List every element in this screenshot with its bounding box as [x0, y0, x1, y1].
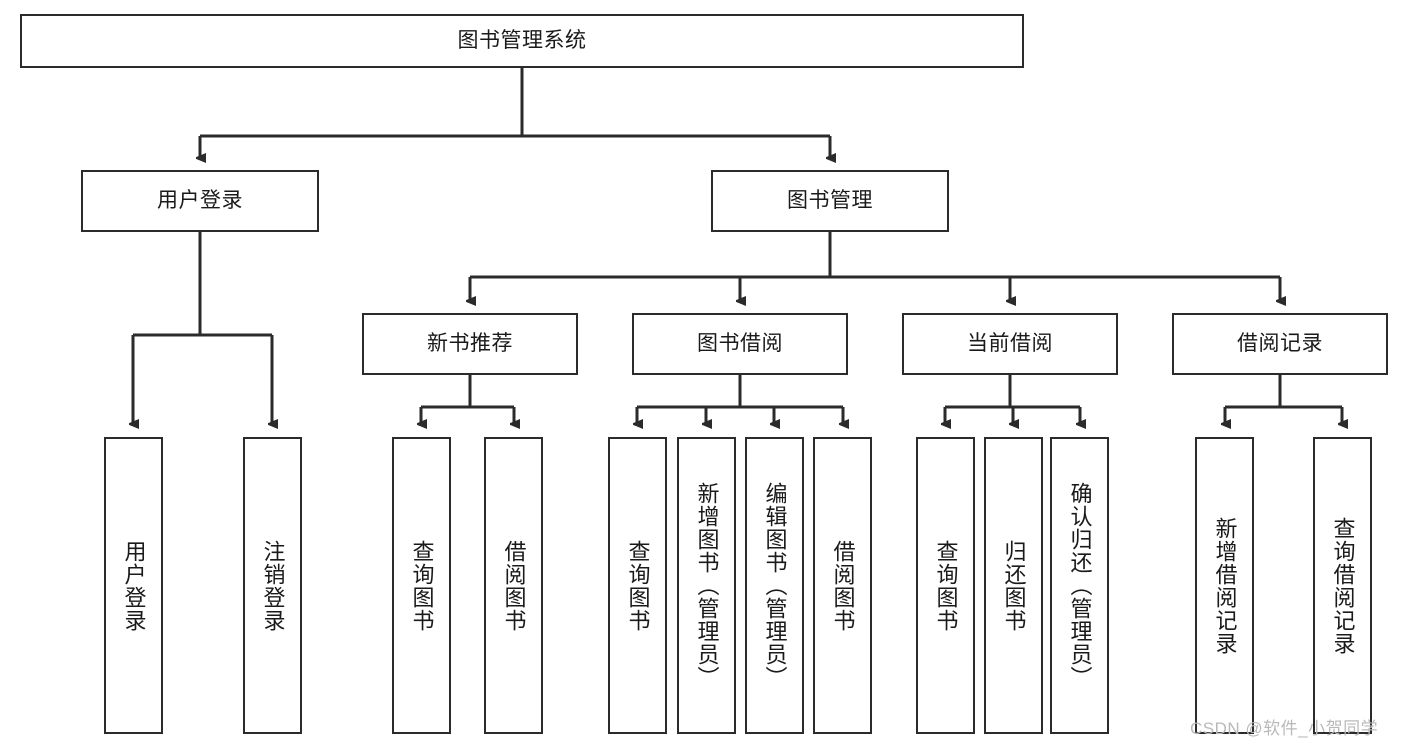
leaf-borrow-borrow-book[interactable]: 借阅图书 [813, 437, 872, 734]
node-label: 借阅记录 [1237, 331, 1323, 355]
leaf-user-login-logout[interactable]: 注销登录 [243, 437, 302, 734]
leaf-user-login-login[interactable]: 用户登录 [104, 437, 163, 734]
node-label: 用户登录 [121, 539, 147, 632]
node-label: 图书管理 [787, 188, 873, 212]
node-user-login[interactable]: 用户登录 [81, 170, 319, 232]
node-label: 查询图书 [409, 539, 435, 632]
node-label: 新增图书（管理员） [694, 482, 720, 689]
leaf-recommend-borrow-book[interactable]: 借阅图书 [484, 437, 543, 734]
node-label: 查询图书 [625, 539, 651, 632]
node-label: 图书借阅 [697, 331, 783, 355]
node-label: 新书推荐 [427, 331, 513, 355]
node-new-book-recommend[interactable]: 新书推荐 [362, 313, 578, 375]
node-book-management[interactable]: 图书管理 [711, 170, 949, 232]
leaf-borrow-edit-book-admin[interactable]: 编辑图书（管理员） [745, 437, 804, 734]
node-label: 查询借阅记录 [1330, 516, 1356, 655]
node-root-system[interactable]: 图书管理系统 [20, 14, 1024, 68]
node-label: 当前借阅 [967, 331, 1053, 355]
leaf-recommend-query-book[interactable]: 查询图书 [392, 437, 451, 734]
node-label: 图书管理系统 [457, 28, 587, 52]
node-label: 查询图书 [933, 539, 959, 632]
leaf-record-add-record[interactable]: 新增借阅记录 [1195, 437, 1254, 734]
leaf-current-return-book[interactable]: 归还图书 [984, 437, 1043, 734]
leaf-current-confirm-return-admin[interactable]: 确认归还（管理员） [1050, 437, 1109, 734]
leaf-record-query-record[interactable]: 查询借阅记录 [1313, 437, 1372, 734]
node-label: 编辑图书（管理员） [762, 482, 788, 689]
leaf-current-query-book[interactable]: 查询图书 [916, 437, 975, 734]
node-book-borrow[interactable]: 图书借阅 [632, 313, 848, 375]
node-current-borrow[interactable]: 当前借阅 [902, 313, 1118, 375]
leaf-borrow-query-book[interactable]: 查询图书 [608, 437, 667, 734]
node-label: 用户登录 [157, 188, 243, 212]
node-label: 新增借阅记录 [1212, 516, 1238, 655]
node-label: 确认归还（管理员） [1067, 482, 1093, 689]
node-label: 注销登录 [260, 539, 286, 632]
node-label: 借阅图书 [501, 539, 527, 632]
node-label: 归还图书 [1001, 539, 1027, 632]
leaf-borrow-add-book-admin[interactable]: 新增图书（管理员） [677, 437, 736, 734]
node-label: 借阅图书 [830, 539, 856, 632]
csdn-watermark: CSDN @软件_小贺同学 [1190, 719, 1379, 738]
node-borrow-record[interactable]: 借阅记录 [1172, 313, 1388, 375]
